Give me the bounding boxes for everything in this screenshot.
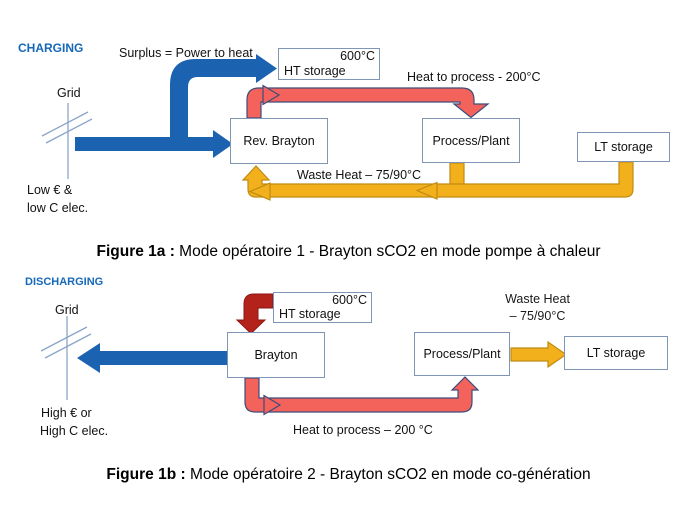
heat-to-process-arrow-1a — [246, 87, 490, 119]
waste-heat-return-arrow-1a — [241, 161, 634, 198]
power-to-brayton-arrow — [75, 130, 233, 158]
process-plant-box-1b: Process/Plant — [414, 332, 510, 376]
lt-storage-box-1b: LT storage — [564, 336, 668, 370]
surplus-power-label: Surplus = Power to heat — [119, 46, 253, 60]
heat-to-process-arrow-1b — [244, 376, 480, 413]
grid-label-1b: Grid — [55, 303, 79, 317]
grid-symbol-slash1-1b — [40, 326, 88, 352]
waste-heat-label-1a: Waste Heat – 75/90°C — [297, 168, 422, 182]
brayton-box: Brayton — [227, 332, 325, 378]
lt-storage-label-1b: LT storage — [586, 346, 646, 360]
ht-storage-temp-1b: 600°C — [332, 293, 367, 307]
lt-storage-box-1a: LT storage — [577, 132, 670, 162]
ht-storage-box-1a: 600°C HT storage — [278, 48, 380, 80]
waste-heat-end-marker-1a — [248, 182, 271, 201]
rev-brayton-label: Rev. Brayton — [243, 134, 315, 148]
brayton-label: Brayton — [254, 348, 298, 362]
process-plant-label-1b: Process/Plant — [423, 347, 501, 361]
grid-symbol-slash2-1b — [44, 333, 92, 359]
heat-to-process-label-1a: Heat to process - 200°C — [407, 70, 541, 84]
ht-storage-to-brayton-arrow — [235, 293, 274, 335]
ht-storage-temp-1a: 600°C — [340, 49, 375, 63]
grid-symbol-slash1-1a — [41, 111, 89, 137]
figure-1b-caption: Figure 1b : Mode opératoire 2 - Brayton … — [0, 466, 697, 484]
grid-note-line2-1b: High C elec. — [40, 424, 109, 438]
heat-flow-marker-1a — [262, 84, 281, 106]
grid-label-1a: Grid — [57, 86, 81, 100]
waste-heat-label-1b: Waste Heat – 75/90°C — [480, 291, 595, 325]
figure-1b-caption-text: Mode opératoire 2 - Brayton sCO2 en mode… — [185, 466, 591, 483]
grid-note-line1-1b: High € or — [41, 406, 92, 420]
heat-flow-marker-1b — [263, 394, 282, 416]
figure-1b-caption-prefix: Figure 1b : — [106, 466, 186, 483]
waste-heat-line2-1b: – 75/90°C — [509, 309, 566, 323]
surplus-to-ht-storage-arrow — [170, 54, 277, 151]
figure-1a-caption-text: Mode opératoire 1 - Brayton sCO2 en mode… — [174, 243, 601, 260]
waste-heat-flow-marker-1a — [415, 181, 438, 200]
waste-heat-to-lt-storage-arrow — [510, 340, 568, 369]
process-plant-label-1a: Process/Plant — [432, 133, 510, 148]
ht-storage-name-1b: HT storage — [279, 307, 341, 321]
ht-storage-name-1a: HT storage — [284, 64, 346, 78]
process-plant-box-1a: Process/Plant — [422, 118, 520, 163]
discharging-mode-label: DISCHARGING — [25, 276, 104, 288]
waste-heat-line1-1b: Waste Heat — [505, 292, 570, 306]
heat-to-process-label-1b: Heat to process – 200 °C — [293, 423, 433, 437]
figure-1a-caption: Figure 1a : Mode opératoire 1 - Brayton … — [0, 243, 697, 261]
rev-brayton-box: Rev. Brayton — [230, 118, 328, 164]
grid-symbol-slash2-1a — [45, 118, 93, 144]
grid-note-line1-1a: Low € & — [27, 183, 73, 197]
charging-mode-label: CHARGING — [18, 41, 84, 55]
ht-storage-box-1b: 600°C HT storage — [273, 292, 372, 323]
power-to-grid-arrow — [77, 343, 227, 373]
figure-1a-caption-prefix: Figure 1a : — [96, 243, 175, 260]
lt-storage-label-1a: LT storage — [594, 140, 653, 154]
grid-note-line2-1a: low C elec. — [27, 201, 89, 215]
